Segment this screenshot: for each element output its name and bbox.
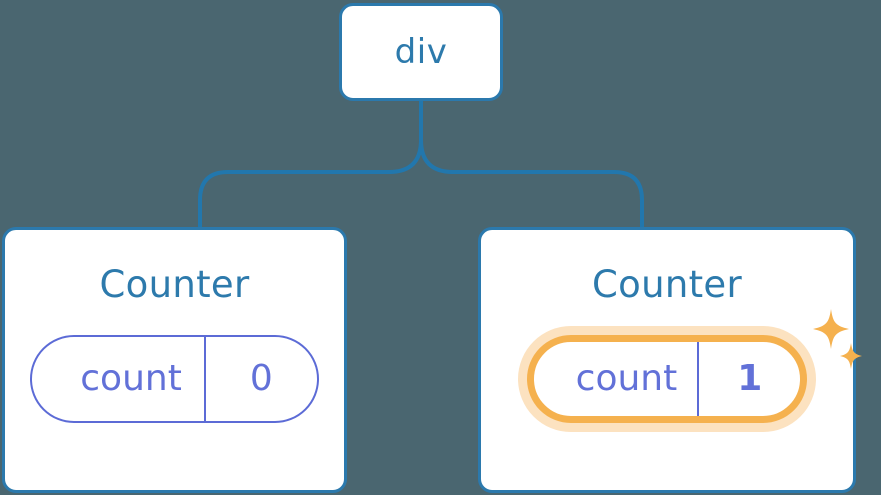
node-counter-left-label: Counter <box>99 263 250 306</box>
state-pill-wrapper-right: count 1 <box>526 309 863 423</box>
connector-trunk-mirror <box>419 99 455 174</box>
state-pill-left-key: count <box>80 358 182 399</box>
state-pill-right-key: count <box>575 358 678 399</box>
node-div-label: div <box>394 32 448 72</box>
connector-branch-left <box>198 170 393 231</box>
state-pill-wrapper-left: count 0 <box>30 335 319 423</box>
sparkle-large-icon <box>813 309 850 349</box>
node-counter-right-label: Counter <box>592 263 742 306</box>
state-pill-right[interactable]: count 1 <box>526 335 808 423</box>
state-pill-left[interactable]: count 0 <box>30 335 319 423</box>
state-pill-left-value: 0 <box>203 337 317 421</box>
connector-branch-right <box>449 170 644 231</box>
node-counter-right[interactable]: Counter count 1 <box>478 227 863 493</box>
node-div[interactable]: div <box>339 3 503 101</box>
state-pill-right-value: 1 <box>697 342 800 416</box>
connector-trunk <box>387 99 423 174</box>
node-counter-left[interactable]: Counter count 0 <box>2 227 347 493</box>
